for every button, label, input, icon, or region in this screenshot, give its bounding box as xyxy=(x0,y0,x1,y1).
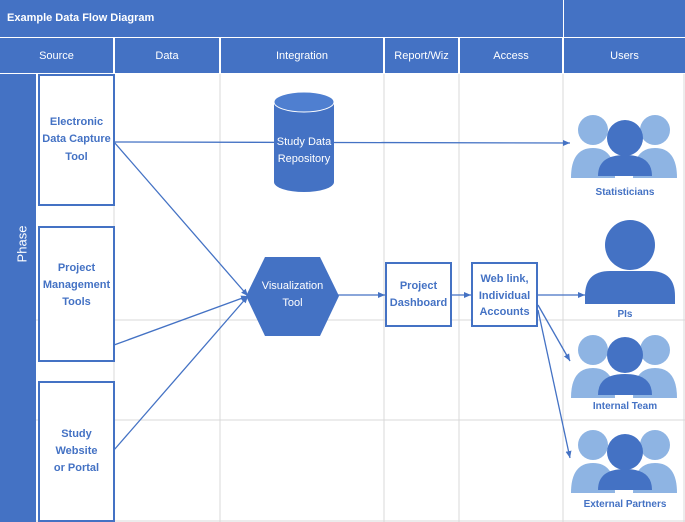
source-pm-box: Project Management Tools xyxy=(38,226,115,362)
source-portal-box: Study Website or Portal xyxy=(38,381,115,522)
internal-team-group-icon xyxy=(571,335,677,398)
connectors xyxy=(113,139,585,459)
statisticians-label: Statisticians xyxy=(595,187,655,198)
pm-label-line: Tools xyxy=(62,296,91,309)
repository-cylinder xyxy=(273,91,335,192)
portal-label-line: or Portal xyxy=(53,462,100,475)
access-to-internal-arrow xyxy=(537,304,571,362)
access-label-line: Web link, xyxy=(480,273,529,285)
repository-label-line: Study Data xyxy=(276,136,332,148)
statisticians-group-icon xyxy=(571,115,677,178)
external-partners-group-icon xyxy=(571,430,677,493)
internal-team-label: Internal Team xyxy=(592,401,658,412)
portal-label-line: Study xyxy=(61,427,92,440)
repository-label-line: Repository xyxy=(277,152,331,165)
edc-label-line: Electronic xyxy=(49,116,104,129)
pm-label-line: Project xyxy=(57,262,96,274)
pm-label-line: Management xyxy=(42,279,111,292)
edc-to-visualization-arrow xyxy=(113,141,249,297)
dashboard-box xyxy=(385,262,452,327)
pis-label: PIs xyxy=(617,309,633,320)
title-bar-corner xyxy=(564,0,685,37)
access-box xyxy=(471,262,538,327)
phase-label: Phase xyxy=(14,225,30,263)
phase-band xyxy=(0,74,36,522)
visualization-label: Visualization Tool xyxy=(246,278,339,311)
pi-person-icon xyxy=(585,220,675,304)
edc-to-statisticians-arrow xyxy=(113,139,571,146)
visualization-label-line: Tool xyxy=(282,296,303,309)
edc-label-line: Tool xyxy=(65,150,88,163)
dashboard-label-line: Project xyxy=(399,280,438,292)
access-label-line: Individual xyxy=(478,289,531,302)
column-header-users: Users xyxy=(564,38,685,73)
column-header-data: Data xyxy=(115,38,219,73)
column-header-report: Report/Wiz xyxy=(385,38,458,73)
grid xyxy=(36,74,685,522)
visualization-label-line: Visualization xyxy=(261,280,324,292)
access-to-external-arrow xyxy=(537,309,572,459)
edc-label-line: Data Capture xyxy=(42,133,111,146)
access-label-line: Accounts xyxy=(479,306,530,318)
external-partners-label: External Partners xyxy=(583,499,667,510)
column-header-integration: Integration xyxy=(221,38,383,73)
source-edc-box: Electronic Data Capture Tool xyxy=(38,74,115,206)
column-header-access: Access xyxy=(460,38,562,73)
dashboard-label-line: Dashboard xyxy=(389,296,448,309)
dashboard-label: Project Dashboard xyxy=(386,278,451,311)
portal-to-visualization-arrow xyxy=(113,295,249,451)
portal-label-line: Website xyxy=(55,444,98,457)
access-label: Web link, Individual Accounts xyxy=(472,271,537,321)
visualization-hexagon xyxy=(246,257,339,336)
repository-label: Study Data Repository xyxy=(274,134,334,167)
diagram-title: Example Data Flow Diagram xyxy=(0,0,563,37)
column-header-source: Source xyxy=(0,38,113,73)
pm-to-visualization-arrow xyxy=(113,295,249,346)
